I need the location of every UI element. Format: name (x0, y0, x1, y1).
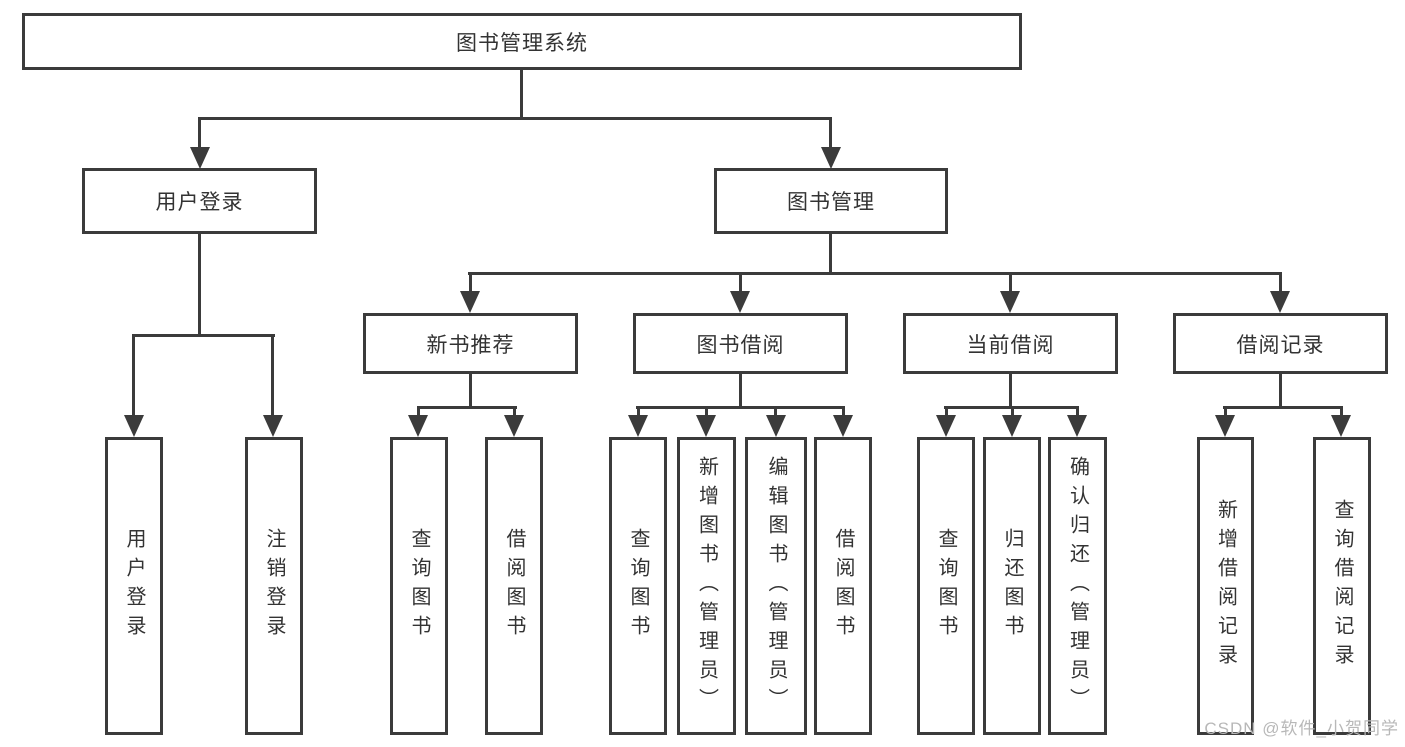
connector-line (1279, 372, 1282, 408)
arrow-down-icon (1000, 291, 1020, 313)
arrow-down-icon (1331, 415, 1351, 437)
connector-line (945, 406, 948, 420)
watermark-text: CSDN @软件_小贺同学 (1204, 719, 1399, 738)
arrow-down-icon (1270, 291, 1290, 313)
node-label: 图书管理 (787, 191, 875, 214)
connector-line (198, 117, 201, 150)
connector-line (198, 117, 832, 120)
leaf-user-login: 用户登录 (105, 437, 163, 735)
leaf-query-book-recommend: 查询图书 (390, 437, 448, 735)
arrow-down-icon (263, 415, 283, 437)
node-borrow-record: 借阅记录 (1173, 313, 1388, 374)
arrow-down-icon (460, 291, 480, 313)
connector-line (1340, 406, 1343, 420)
node-book-management: 图书管理 (714, 168, 948, 234)
node-library-management-system: 图书管理系统 (22, 13, 1022, 70)
node-label: 用户登录 (123, 528, 145, 644)
node-label: 确认归还（管理员） (1066, 455, 1089, 717)
node-label: 借阅图书 (832, 528, 854, 644)
connector-line (469, 372, 472, 408)
node-new-book-recommend: 新书推荐 (363, 313, 578, 374)
leaf-confirm-return-admin: 确认归还（管理员） (1048, 437, 1107, 735)
connector-line (1224, 406, 1227, 420)
leaf-query-borrow-record: 查询借阅记录 (1313, 437, 1371, 735)
node-label: 新书推荐 (426, 333, 515, 357)
node-label: 注销登录 (263, 528, 285, 644)
connector-line (829, 117, 832, 150)
connector-line (637, 406, 640, 420)
arrow-down-icon (730, 291, 750, 313)
leaf-add-borrow-record: 新增借阅记录 (1197, 437, 1254, 735)
arrow-down-icon (833, 415, 853, 437)
connector-line (739, 372, 742, 408)
arrow-down-icon (766, 415, 786, 437)
leaf-borrow-book: 借阅图书 (814, 437, 872, 735)
connector-line (513, 406, 516, 420)
connector-line (1076, 406, 1079, 420)
arrow-down-icon (124, 415, 144, 437)
connector-line (705, 406, 708, 420)
connector-line (132, 334, 135, 418)
connector-line (829, 232, 832, 275)
connector-line (636, 406, 845, 409)
leaf-query-book-borrow: 查询图书 (609, 437, 667, 735)
node-label: 当前借阅 (966, 333, 1055, 357)
arrow-down-icon (408, 415, 428, 437)
leaf-edit-book-admin: 编辑图书（管理员） (745, 437, 807, 735)
connector-line (417, 406, 517, 409)
connector-line (198, 232, 201, 337)
node-user-login: 用户登录 (82, 168, 317, 234)
node-label: 归还图书 (1001, 528, 1023, 644)
node-label: 图书管理系统 (456, 31, 588, 55)
connector-line (1009, 272, 1012, 292)
node-label: 用户登录 (155, 191, 244, 214)
leaf-add-book-admin: 新增图书（管理员） (677, 437, 736, 735)
node-label: 查询图书 (408, 528, 430, 644)
node-label: 编辑图书（管理员） (765, 455, 787, 717)
connector-line (1223, 406, 1343, 409)
node-label: 借阅图书 (503, 528, 525, 644)
node-label: 新增借阅记录 (1214, 499, 1237, 673)
connector-line (271, 334, 274, 418)
arrow-down-icon (821, 147, 841, 169)
node-label: 图书借阅 (696, 333, 785, 357)
connector-line (1011, 406, 1014, 420)
leaf-query-book-current: 查询图书 (917, 437, 975, 735)
connector-line (1279, 272, 1282, 292)
node-label: 借阅记录 (1236, 333, 1325, 357)
leaf-return-book: 归还图书 (983, 437, 1041, 735)
connector-line (774, 406, 777, 420)
arrow-down-icon (628, 415, 648, 437)
arrow-down-icon (936, 415, 956, 437)
connector-line (468, 272, 1282, 275)
node-current-borrow: 当前借阅 (903, 313, 1118, 374)
arrow-down-icon (696, 415, 716, 437)
node-book-borrow: 图书借阅 (633, 313, 848, 374)
node-label: 查询图书 (627, 528, 649, 644)
connector-line (417, 406, 420, 420)
arrow-down-icon (190, 147, 210, 169)
arrow-down-icon (504, 415, 524, 437)
leaf-borrow-book-recommend: 借阅图书 (485, 437, 543, 735)
arrow-down-icon (1002, 415, 1022, 437)
connector-line (520, 68, 523, 118)
arrow-down-icon (1215, 415, 1235, 437)
leaf-logout: 注销登录 (245, 437, 303, 735)
arrow-down-icon (1067, 415, 1087, 437)
connector-line (132, 334, 275, 337)
node-label: 查询借阅记录 (1331, 499, 1353, 673)
node-label: 查询图书 (935, 528, 957, 644)
connector-line (1009, 372, 1012, 408)
connector-line (842, 406, 845, 420)
connector-line (739, 272, 742, 292)
connector-line (469, 272, 472, 292)
node-label: 新增图书（管理员） (695, 455, 718, 717)
